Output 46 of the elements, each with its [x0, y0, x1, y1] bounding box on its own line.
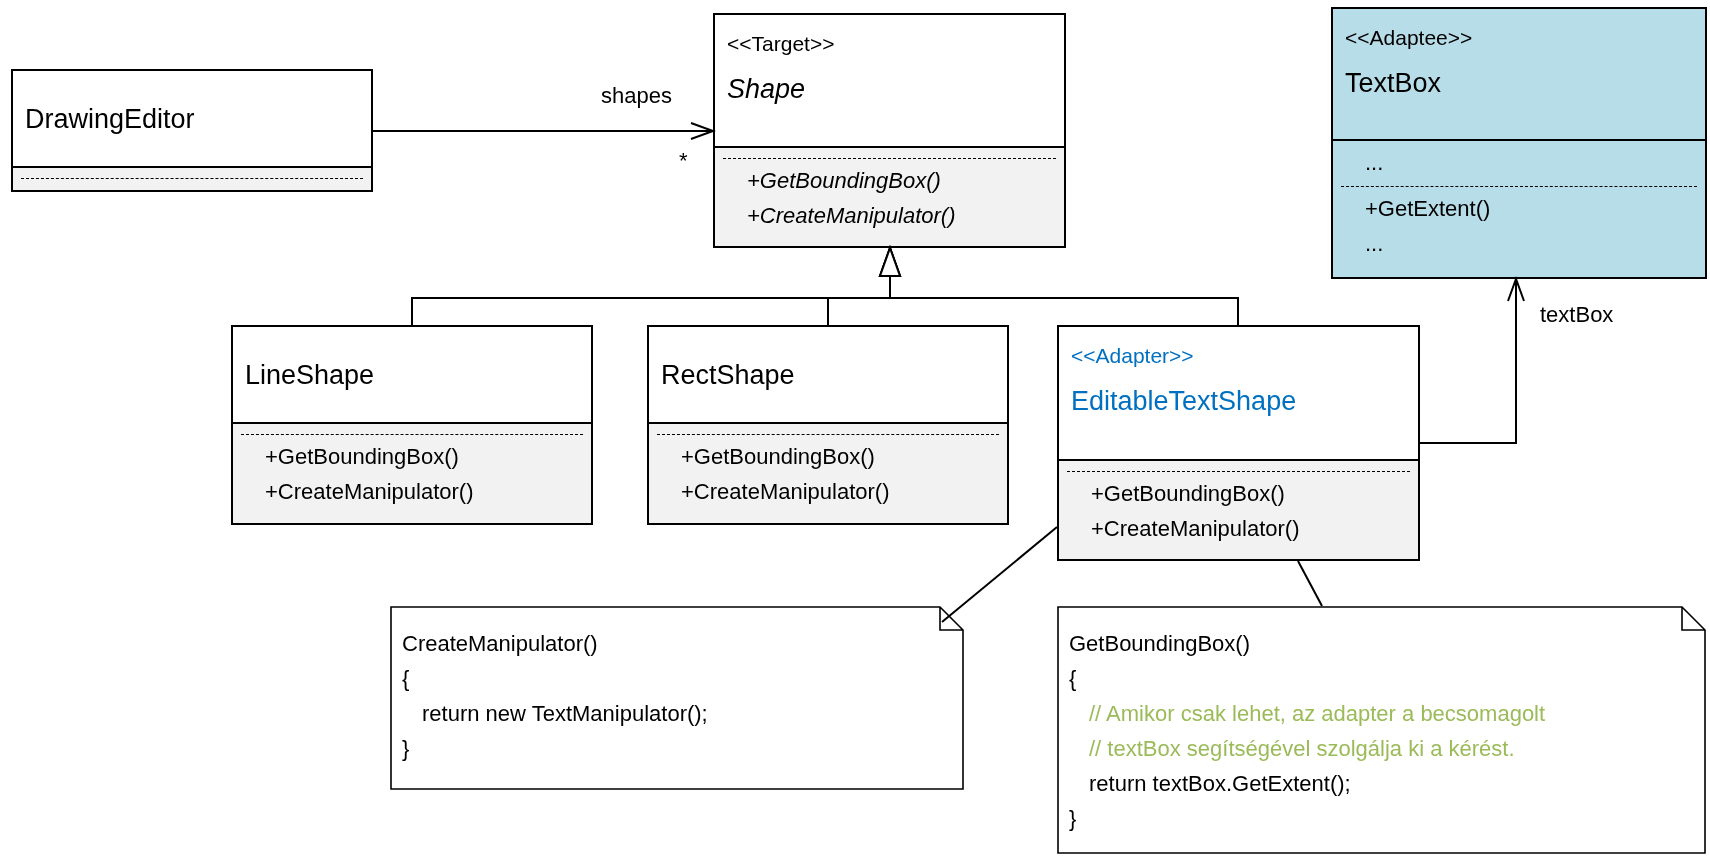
class-name: RectShape	[661, 358, 796, 392]
stereotype: <<Adaptee>>	[1345, 25, 1474, 51]
association-arrow	[1419, 278, 1525, 444]
operation: +GetBoundingBox()	[264, 443, 460, 471]
operation: ...	[1364, 230, 1385, 258]
operation: +GetExtent()	[1364, 195, 1492, 223]
code-line: {	[1069, 665, 1078, 693]
operation: +GetBoundingBox()	[1090, 480, 1286, 508]
operation: +CreateManipulator()	[680, 478, 891, 506]
code-line: CreateManipulator()	[402, 630, 599, 658]
stereotype: <<Adapter>>	[1071, 343, 1195, 369]
multiplicity-label: *	[679, 148, 688, 174]
operation: +CreateManipulator()	[1090, 515, 1301, 543]
class-box	[647, 325, 1009, 525]
edge-label: shapes	[601, 83, 672, 109]
code-line: return new TextManipulator();	[421, 700, 709, 728]
operation: +CreateManipulator()	[746, 202, 957, 230]
association-arrow	[372, 122, 714, 140]
inheritance-arrow	[879, 247, 1239, 326]
class-name: TextBox	[1345, 67, 1443, 100]
stereotype: <<Target>>	[727, 31, 836, 57]
operation: +GetBoundingBox()	[746, 167, 942, 195]
code-comment: // Amikor csak lehet, az adapter a becsomagolt	[1088, 700, 1547, 728]
class-box	[713, 13, 1066, 248]
class-name: DrawingEditor	[25, 102, 196, 136]
note-connector	[941, 526, 1058, 623]
code-line: GetBoundingBox()	[1069, 630, 1251, 658]
code-comment: // textBox segítségével szolgálja ki a kérést.	[1088, 735, 1516, 763]
code-line: }	[1069, 805, 1078, 833]
note-shape	[1057, 606, 1706, 854]
class-name: EditableTextShape	[1071, 385, 1298, 418]
edge-label: textBox	[1540, 302, 1614, 328]
attribute: ...	[1364, 149, 1385, 177]
code-line: return textBox.GetExtent();	[1088, 770, 1352, 798]
class-name: LineShape	[245, 358, 376, 392]
note-shape	[390, 606, 964, 790]
class-box	[11, 69, 373, 192]
operation: +GetBoundingBox()	[680, 443, 876, 471]
class-name: Shape	[727, 73, 807, 106]
note-connector	[1297, 560, 1323, 607]
operation: +CreateManipulator()	[264, 478, 475, 506]
code-line: }	[402, 735, 411, 763]
code-line: {	[402, 665, 411, 693]
class-box	[1057, 325, 1420, 561]
class-box	[231, 325, 593, 525]
class-box	[1331, 7, 1707, 279]
